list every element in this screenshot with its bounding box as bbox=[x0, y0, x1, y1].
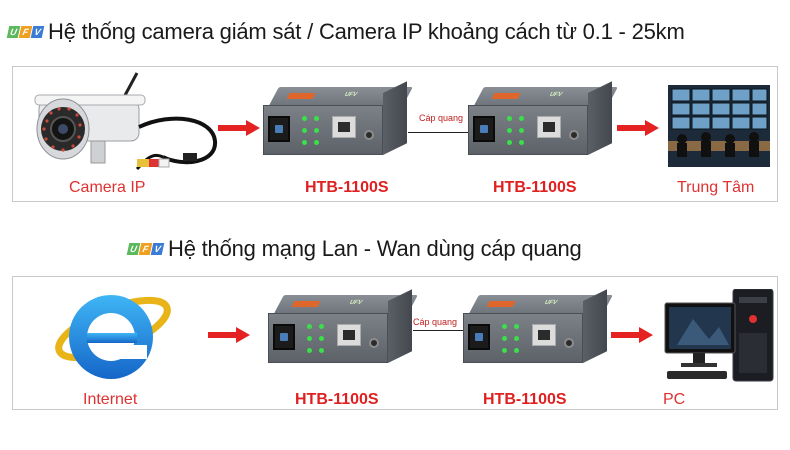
ethernet-port bbox=[532, 324, 556, 346]
ufv-logo: U F V bbox=[6, 26, 45, 38]
media-converter: UFV bbox=[463, 289, 613, 369]
fiber-port bbox=[468, 324, 490, 350]
label-internet: Internet bbox=[83, 391, 138, 408]
ethernet-port bbox=[332, 116, 356, 138]
status-leds bbox=[500, 320, 528, 356]
status-leds bbox=[305, 320, 333, 356]
flow-arrow bbox=[611, 327, 653, 343]
label-converter-a: HTB-1100S bbox=[305, 179, 389, 196]
section2-panel: UFV Cáp quang UFV bbox=[12, 276, 778, 410]
fiber-port bbox=[473, 116, 495, 142]
fiber-port bbox=[273, 324, 295, 350]
power-jack bbox=[569, 130, 579, 140]
ip-camera-icon bbox=[34, 72, 217, 171]
ethernet-port bbox=[337, 324, 361, 346]
section2-title: Hệ thống mạng Lan - Wan dùng cáp quang bbox=[168, 236, 582, 261]
status-leds bbox=[300, 112, 328, 148]
flow-arrow bbox=[218, 120, 260, 136]
power-jack bbox=[364, 130, 374, 140]
control-center-icon bbox=[668, 85, 770, 167]
ufv-logo: U F V bbox=[126, 243, 165, 255]
logo-letter: V bbox=[30, 26, 45, 38]
power-jack bbox=[369, 338, 379, 348]
pc-icon bbox=[664, 289, 774, 382]
label-pc: PC bbox=[663, 391, 686, 408]
fiber-cable bbox=[413, 330, 463, 331]
label-converter-b: HTB-1100S bbox=[493, 179, 577, 196]
logo-letter: V bbox=[150, 243, 165, 255]
label-trung-tam: Trung Tâm bbox=[677, 179, 755, 196]
flow-arrow bbox=[617, 120, 659, 136]
status-leds bbox=[505, 112, 533, 148]
label-converter-c: HTB-1100S bbox=[295, 391, 379, 408]
fiber-cable bbox=[408, 132, 468, 133]
media-converter: UFV bbox=[263, 81, 413, 161]
internet-explorer-icon bbox=[55, 295, 171, 379]
media-converter: UFV bbox=[468, 81, 618, 161]
ethernet-port bbox=[537, 116, 561, 138]
fiber-cable-label: Cáp quang bbox=[419, 113, 464, 123]
label-camera-ip: Camera IP bbox=[69, 179, 146, 196]
fiber-port bbox=[268, 116, 290, 142]
flow-arrow bbox=[208, 327, 250, 343]
section1-panel: UFV Cáp quang UFV bbox=[12, 66, 778, 202]
label-converter-d: HTB-1100S bbox=[483, 391, 567, 408]
media-converter: UFV bbox=[268, 289, 418, 369]
section1-title: Hệ thống camera giám sát / Camera IP kho… bbox=[48, 19, 685, 44]
power-jack bbox=[564, 338, 574, 348]
fiber-cable-label: Cáp quang bbox=[413, 317, 458, 327]
